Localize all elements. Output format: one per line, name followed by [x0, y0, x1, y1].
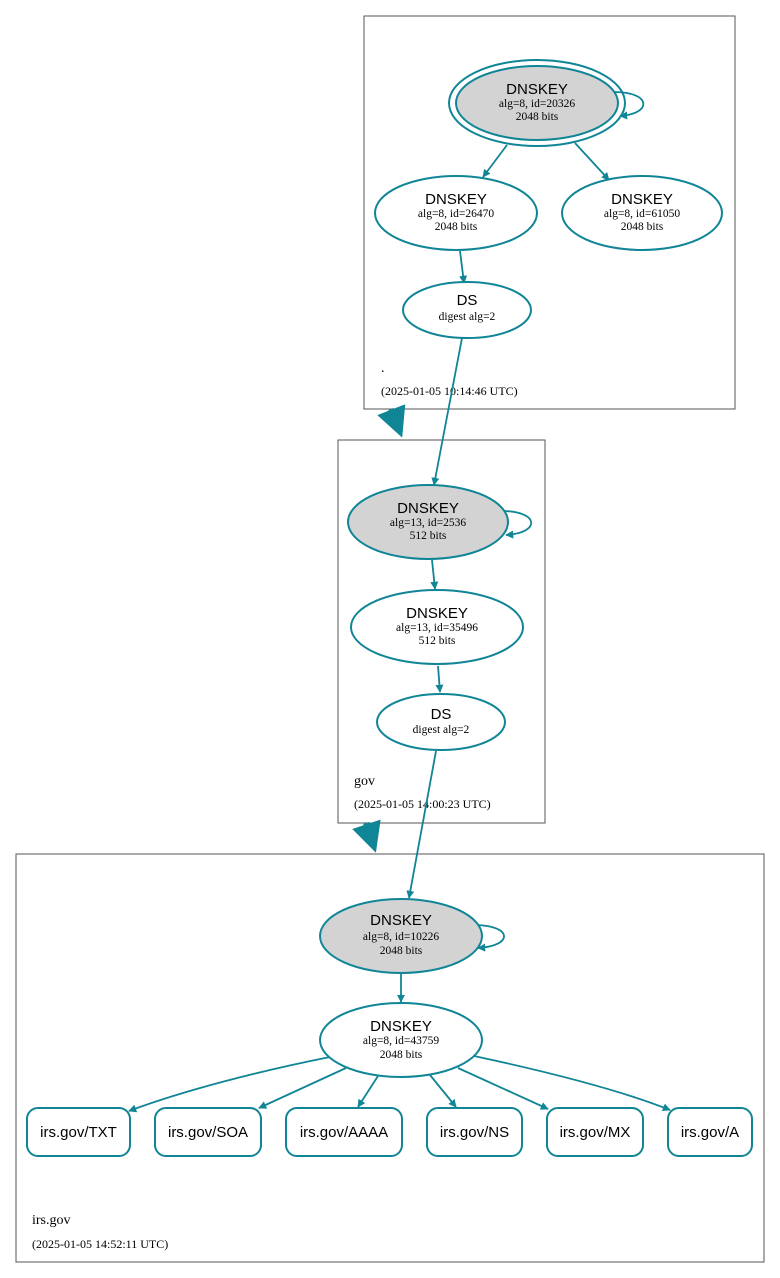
edge-gov-ksk-self [503, 510, 533, 539]
root-zsk2-bits: 2048 bits [621, 221, 664, 233]
edge-irs-ksk-self [475, 924, 505, 952]
edge-irs-zsk-a [473, 1055, 671, 1112]
edge-irs-zsk-ns [429, 1074, 457, 1108]
record-label-aaaa: irs.gov/AAAA [300, 1124, 388, 1141]
zone-gov-name: gov [354, 774, 375, 789]
gov-zsk-node[interactable]: DNSKEY alg=13, id=35496 512 bits [350, 589, 524, 665]
irs-ksk-alg: alg=8, id=10226 [363, 931, 439, 943]
zone-irs-timestamp: (2025-01-05 14:52:11 UTC) [32, 1237, 168, 1251]
irs-zsk-bits: 2048 bits [380, 1049, 423, 1061]
irs-zsk-title: DNSKEY [370, 1018, 432, 1035]
record-label-mx: irs.gov/MX [560, 1124, 631, 1141]
gov-ksk-alg: alg=13, id=2536 [390, 517, 466, 529]
edge-root-ksk-zsk1 [482, 144, 508, 178]
zone-irs-name: irs.gov [32, 1213, 71, 1228]
gov-ds-node[interactable]: DS digest alg=2 [376, 693, 506, 751]
gov-ksk-title: DNSKEY [397, 500, 459, 517]
irs-ksk-title: DNSKEY [370, 912, 432, 929]
record-node-soa[interactable]: irs.gov/SOA [154, 1107, 262, 1157]
record-node-aaaa[interactable]: irs.gov/AAAA [285, 1107, 403, 1157]
irs-ksk-bits: 2048 bits [380, 945, 423, 957]
irs-zsk-alg: alg=8, id=43759 [363, 1035, 439, 1047]
record-node-ns[interactable]: irs.gov/NS [426, 1107, 523, 1157]
root-ksk-alg: alg=8, id=20326 [499, 98, 575, 110]
edge-irs-zsk-aaaa [357, 1075, 379, 1108]
gov-zsk-alg: alg=13, id=35496 [396, 622, 478, 634]
root-ds-node[interactable]: DS digest alg=2 [402, 281, 532, 339]
edge-gov-ds-irs-ksk [406, 750, 437, 899]
root-zsk1-title: DNSKEY [425, 191, 487, 208]
edge-irs-zsk-txt [128, 1056, 331, 1113]
root-ds-title: DS [457, 292, 478, 309]
record-node-a[interactable]: irs.gov/A [667, 1107, 753, 1157]
edge-gov-ksk-zsk [430, 559, 439, 590]
gov-ksk-node[interactable]: DNSKEY alg=13, id=2536 512 bits [347, 484, 509, 560]
gov-ds-title: DS [431, 706, 452, 723]
record-label-a: irs.gov/A [681, 1124, 739, 1141]
root-zsk1-bits: 2048 bits [435, 221, 478, 233]
root-zsk2-node[interactable]: DNSKEY alg=8, id=61050 2048 bits [561, 175, 723, 251]
edge-root-ksk-self [613, 91, 645, 120]
root-ksk-node[interactable]: DNSKEY alg=8, id=20326 2048 bits [448, 59, 626, 147]
gov-ksk-bits: 512 bits [410, 530, 447, 542]
root-zsk1-alg: alg=8, id=26470 [418, 208, 494, 220]
edge-irs-zsk-mx [457, 1067, 549, 1110]
edge-irs-zsk-soa [258, 1067, 347, 1109]
record-label-txt: irs.gov/TXT [40, 1124, 117, 1141]
record-node-mx[interactable]: irs.gov/MX [546, 1107, 644, 1157]
delegation-arrow-gov-irs [352, 819, 381, 853]
delegation-arrow-root-gov [377, 404, 406, 438]
edge-gov-zsk-ds [435, 665, 444, 693]
record-node-txt[interactable]: irs.gov/TXT [26, 1107, 131, 1157]
zone-gov-timestamp: (2025-01-05 14:00:23 UTC) [354, 797, 491, 811]
record-label-ns: irs.gov/NS [440, 1124, 509, 1141]
irs-zsk-node[interactable]: DNSKEY alg=8, id=43759 2048 bits [319, 1002, 483, 1078]
edge-root-zsk1-ds [459, 250, 468, 284]
gov-ds-digest: digest alg=2 [413, 724, 470, 736]
root-ds-digest: digest alg=2 [439, 311, 496, 323]
zone-root-name: . [381, 361, 385, 376]
gov-zsk-bits: 512 bits [419, 635, 456, 647]
root-ksk-bits: 2048 bits [516, 111, 559, 123]
root-ksk-title: DNSKEY [506, 81, 568, 98]
zone-root-timestamp: (2025-01-05 10:14:46 UTC) [381, 384, 518, 398]
edge-root-ksk-zsk2 [574, 142, 610, 181]
root-zsk1-node[interactable]: DNSKEY alg=8, id=26470 2048 bits [374, 175, 538, 251]
edges [128, 91, 671, 1113]
edge-root-ds-gov-ksk [431, 337, 463, 486]
record-label-soa: irs.gov/SOA [168, 1124, 248, 1141]
gov-zsk-title: DNSKEY [406, 605, 468, 622]
root-zsk2-alg: alg=8, id=61050 [604, 208, 680, 220]
irs-ksk-node[interactable]: DNSKEY alg=8, id=10226 2048 bits [319, 898, 483, 974]
root-zsk2-title: DNSKEY [611, 191, 673, 208]
